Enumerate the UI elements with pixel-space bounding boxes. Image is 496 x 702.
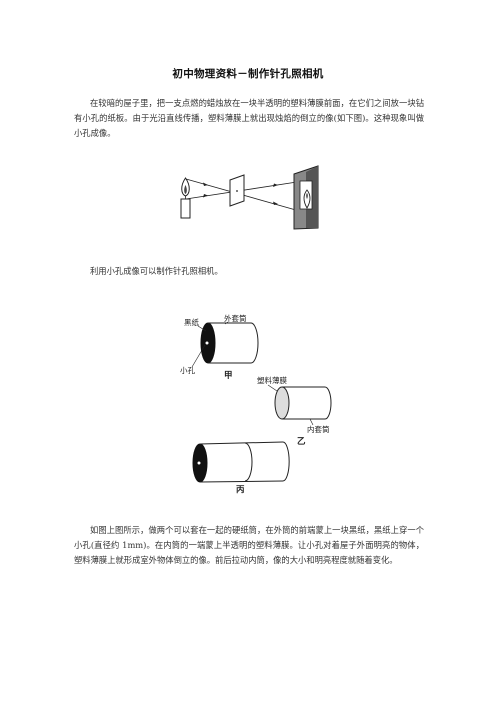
leader-line [224,321,229,325]
tube-edge [199,441,284,445]
tube-back-rim [250,322,259,364]
inner-tube-film-end [274,386,290,420]
label-inner-tube: 内套筒 [307,424,330,434]
leader-line [191,344,206,368]
label-jia: 甲 [224,371,233,381]
ray-arrow [273,183,278,187]
outer-tube-jia [200,322,259,364]
inner-tube-yi [274,386,332,420]
pinhole [236,190,238,192]
inverted-flame-inner [306,193,308,199]
paragraph-camera: 利用小孔成像可以制作针孔照相机。 [90,266,223,276]
tube-back-rim [324,386,332,420]
leader-line [197,325,207,332]
label-outer-tube: 外套筒 [224,313,247,323]
pinhole-imaging-figure [180,165,319,230]
leader-line [309,418,314,426]
pinhole-camera-tubes-figure: 黑纸 外套筒 小孔 甲 塑料薄膜 内套筒 乙 丙 [180,313,332,495]
label-black-paper: 黑纸 [184,317,199,327]
tube-back-rim [282,441,290,482]
pinhole [205,341,209,345]
label-plastic-film: 塑料薄膜 [257,375,287,385]
assembled-camera-bing [192,441,290,483]
candle-flame-inner [184,185,187,194]
label-bing: 丙 [236,485,245,495]
tube-edge [199,480,284,483]
page-title: 初中物理资料－制作针孔照相机 [172,68,324,80]
tube-joint [244,442,253,482]
label-small-hole: 小孔 [180,366,195,375]
leader-line [267,384,278,392]
pinhole [197,461,201,465]
ray-arrow [203,182,208,186]
ray-arrow [203,194,208,198]
candle-body [180,198,191,219]
paragraph-instructions: 如图上图所示，做两个可以套在一起的硬纸筒，在外筒的前端蒙上一块黑纸，黑纸上穿一个… [74,525,424,565]
paragraph-intro: 在较暗的屋子里，把一支点燃的蜡烛放在一块半透明的塑料薄膜前面，在它们之间放一块钻… [74,98,424,138]
label-yi: 乙 [297,437,306,447]
ray-arrow [273,201,278,205]
